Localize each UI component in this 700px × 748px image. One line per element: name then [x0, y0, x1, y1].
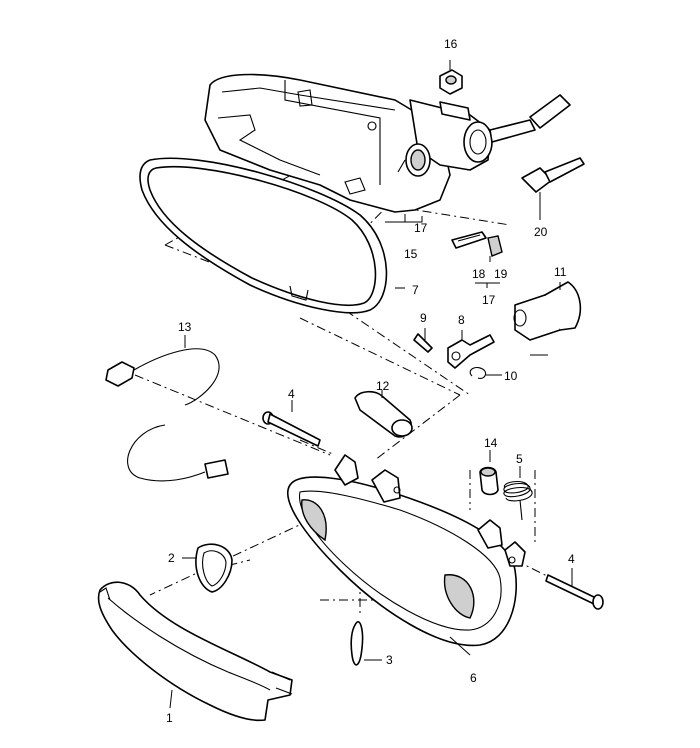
callout-4-lower: 4	[568, 552, 575, 566]
callout-16: 16	[444, 37, 458, 51]
callout-9: 9	[420, 311, 427, 325]
callout-10: 10	[504, 369, 518, 383]
callout-2: 2	[168, 551, 175, 565]
callout-13: 13	[178, 320, 192, 334]
callout-5: 5	[516, 452, 523, 466]
lock-cylinder	[397, 94, 571, 177]
outer-handle-part-1	[97, 581, 293, 722]
gasket-seal-part-7	[139, 157, 388, 314]
spring-clip-part-10	[469, 367, 502, 379]
bolt-part-4-lower	[545, 568, 604, 610]
connector-part-11	[513, 281, 582, 341]
callout-20: 20	[534, 225, 548, 239]
callout-leaders	[185, 214, 548, 656]
seal-part-2	[182, 543, 233, 593]
callout-19: 19	[494, 267, 508, 281]
callout-4-upper: 4	[288, 387, 295, 401]
callout-labels: 16 20 17 15 18 19 17 11 7 9 8 10 13 12 4…	[166, 37, 575, 725]
callout-12: 12	[376, 379, 390, 393]
bolt-part-4-upper	[262, 400, 321, 447]
callout-8: 8	[458, 313, 465, 327]
callout-7: 7	[412, 283, 419, 297]
callout-11: 11	[554, 265, 567, 279]
callout-1: 1	[166, 711, 173, 725]
nut-part-16	[439, 60, 463, 95]
handle-bezel-part-6	[287, 454, 526, 647]
screw-part-9	[413, 328, 433, 353]
lever-part-8	[447, 330, 495, 369]
callout-15: 15	[404, 247, 418, 261]
torsion-spring-part-5	[503, 466, 533, 521]
gasket-part-3	[350, 621, 382, 666]
lock-clip-part-18	[451, 231, 487, 249]
bushing-part-14	[479, 450, 499, 496]
callout-17-bottom: 17	[482, 293, 496, 307]
callout-18: 18	[472, 267, 486, 281]
pivot-pin-part-12	[354, 390, 413, 438]
callout-3: 3	[386, 653, 393, 667]
callout-6: 6	[470, 671, 477, 685]
callout-17-top: 17	[414, 221, 428, 235]
callout-14: 14	[484, 436, 498, 450]
cap-part-19	[487, 235, 503, 257]
cable-part-13	[105, 335, 229, 482]
key-part-20	[521, 157, 585, 220]
